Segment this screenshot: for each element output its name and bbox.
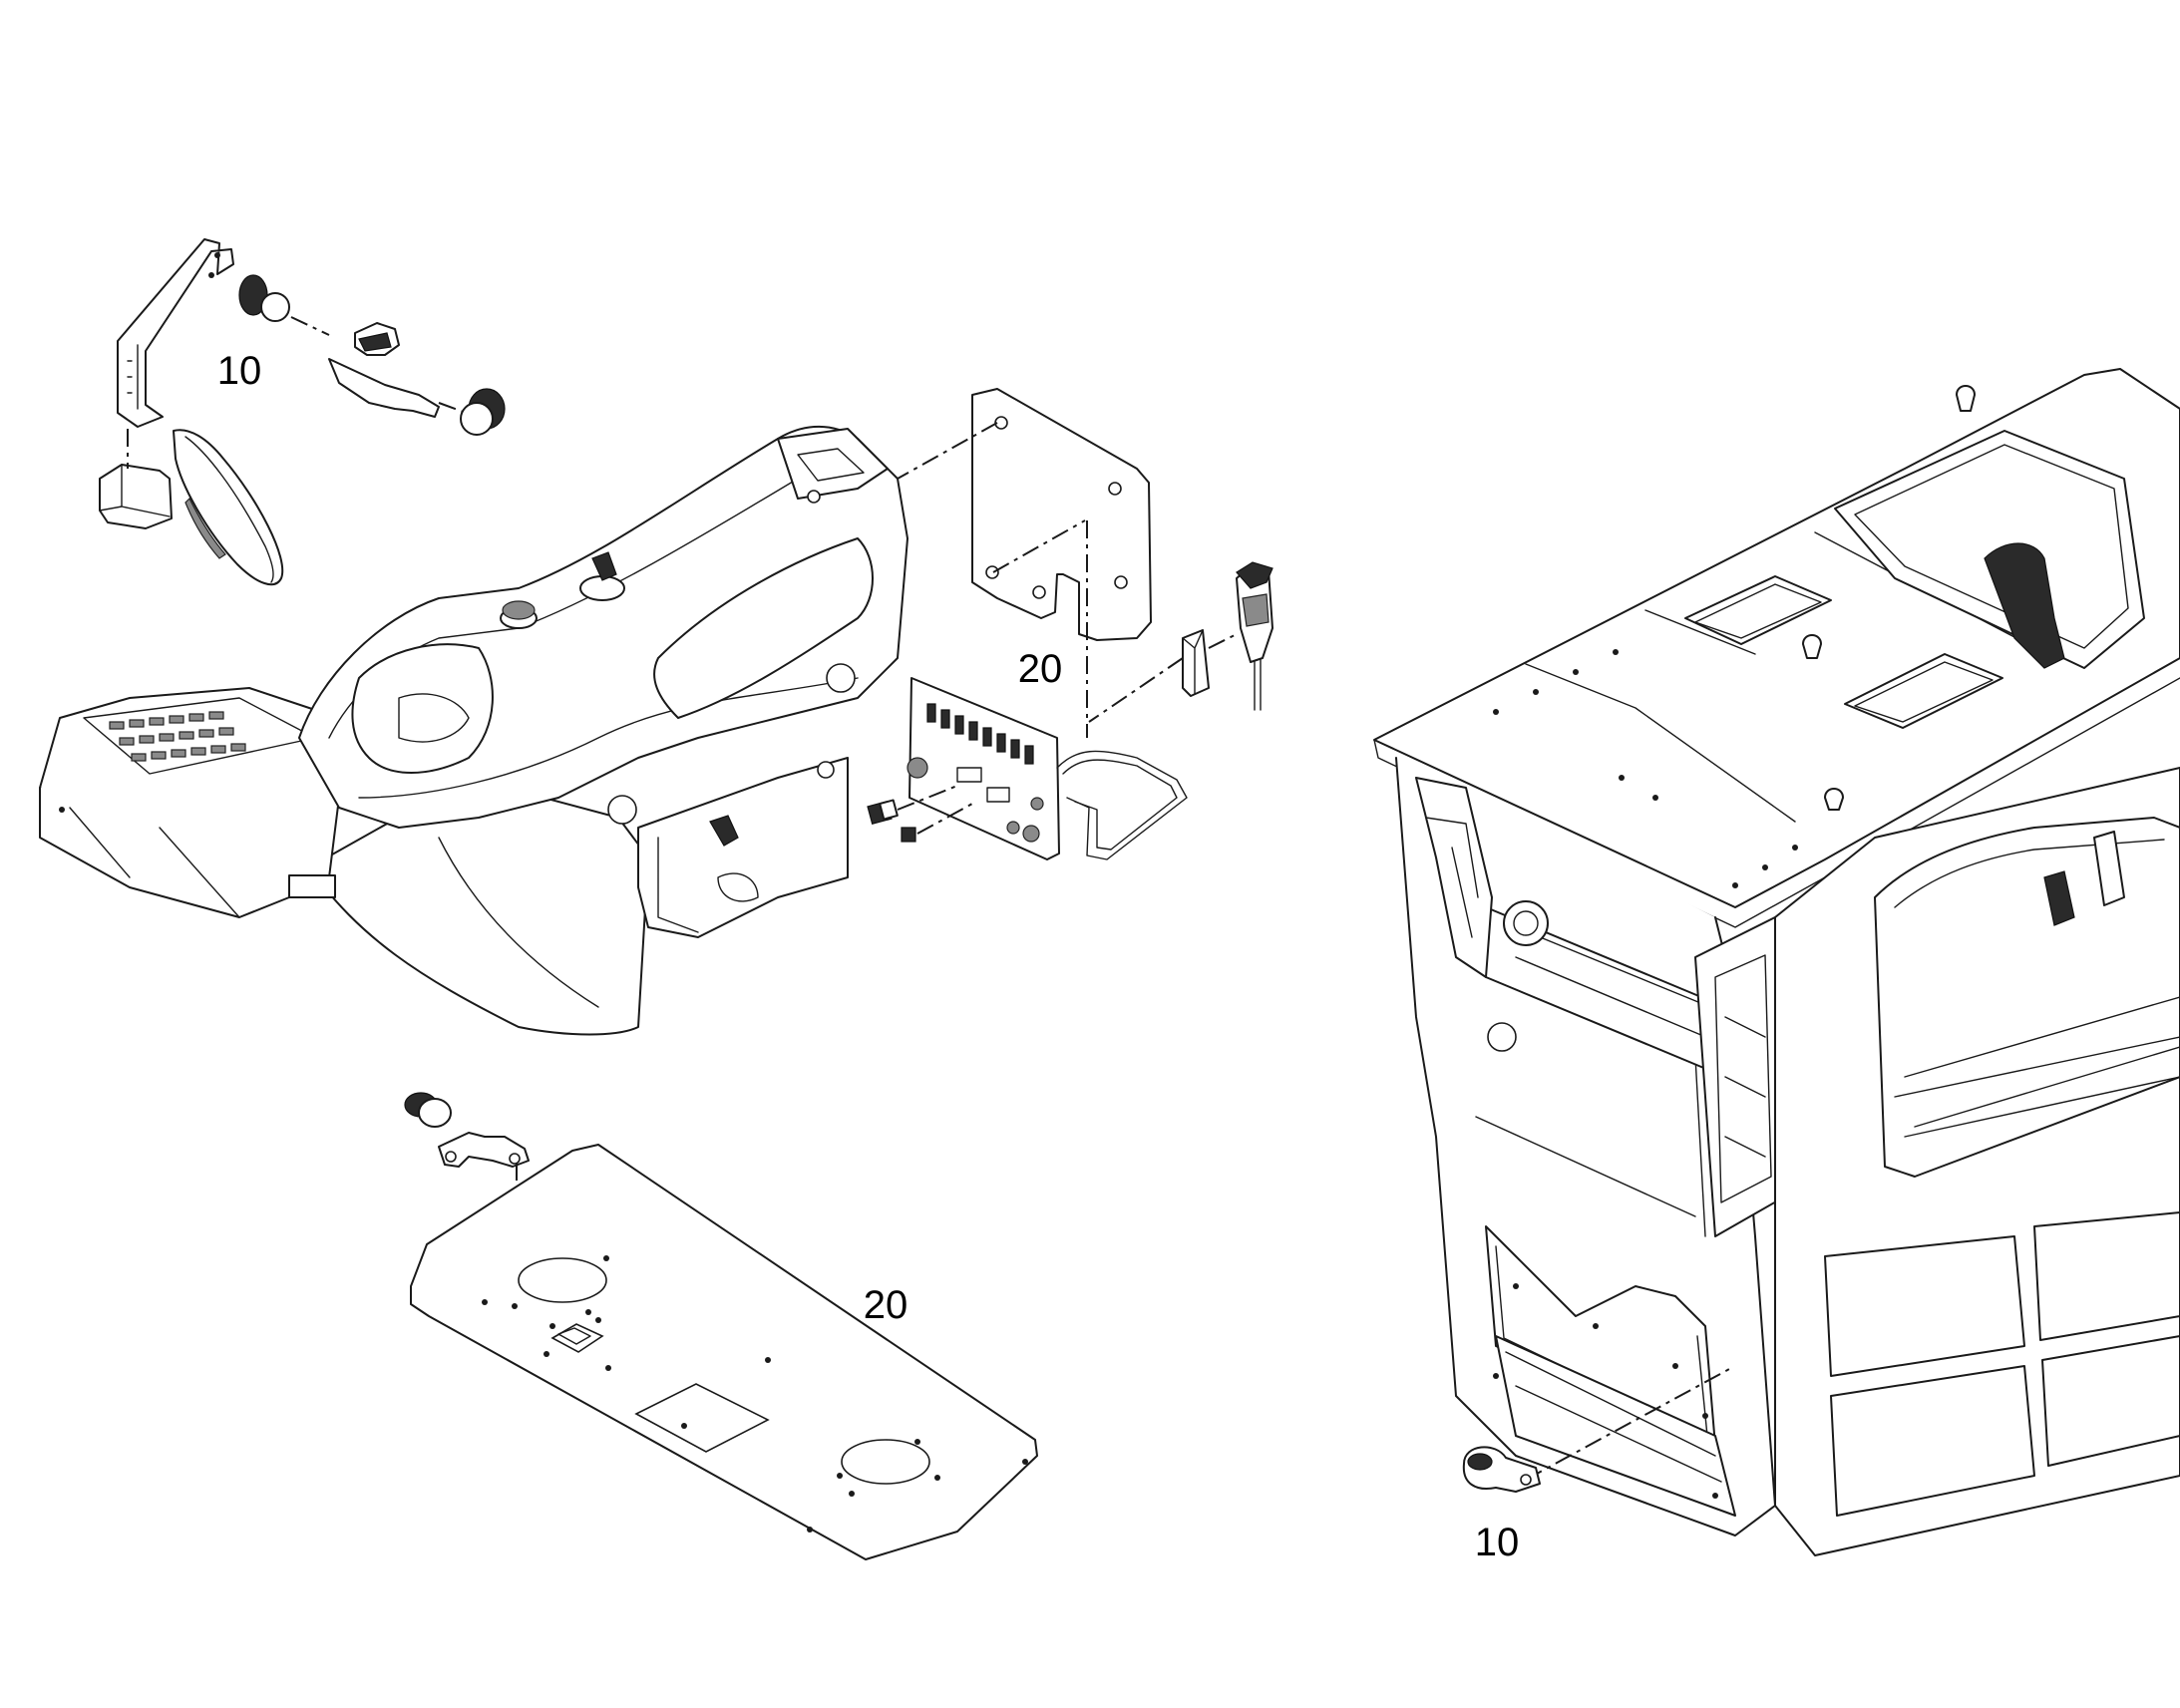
cab-assembly: 10 (1373, 368, 2180, 1564)
armrest-pad (653, 537, 874, 719)
connector-2 (901, 827, 916, 843)
callout-10-clamp: 10 (1475, 1521, 1520, 1564)
callout-10-mirror: 10 (217, 349, 262, 393)
console-cover-plate-group: 20 (897, 388, 1152, 738)
mirror (173, 429, 284, 586)
floor-bracket (438, 1132, 530, 1168)
cab-lower-panel (1495, 1335, 1736, 1517)
cab-joystick (1984, 542, 2065, 669)
cab-side-panel-1 (1824, 1235, 2025, 1377)
clamp-arm (328, 358, 440, 418)
console-label-plate (288, 874, 336, 898)
cab-side-panel-4 (2041, 1335, 2180, 1467)
floor-plate-square-cutout (634, 1383, 770, 1453)
floor-plate-group: 20 (404, 1092, 1038, 1560)
console-side-frame (637, 757, 849, 938)
cab-skylight (1834, 430, 2145, 669)
operator-console (39, 425, 908, 1036)
floor-plate-round-cutout-1 (518, 1257, 607, 1303)
console-top-pocket (777, 428, 889, 500)
callout-20-cover-plate: 20 (1018, 647, 1063, 691)
callout-20-floor-plate: 20 (864, 1283, 908, 1327)
cab-door-frame-left (1415, 777, 1493, 978)
cab-side-panel-2 (1830, 1365, 2035, 1517)
keypad-buttons (109, 711, 246, 762)
cab-side-window (1874, 817, 2180, 1178)
roof-hatch-1 (1684, 575, 1832, 645)
bracket-foot (99, 464, 173, 529)
circuit-board-group (867, 561, 1273, 860)
console-lower-body (308, 777, 649, 1036)
cab-side-panel-3 (2033, 1211, 2180, 1341)
floor-plate-round-cutout-2 (841, 1439, 930, 1485)
mirror-bracket-assembly: 10 (99, 238, 506, 586)
floor-plate (410, 1144, 1038, 1560)
connector-clip (1182, 629, 1210, 697)
console-storage-recess (351, 643, 494, 774)
wire-harness (1056, 750, 1188, 860)
roof-hatch-2 (1844, 653, 2003, 729)
mirror-bracket (117, 238, 234, 428)
console-cover-plate (971, 388, 1152, 641)
